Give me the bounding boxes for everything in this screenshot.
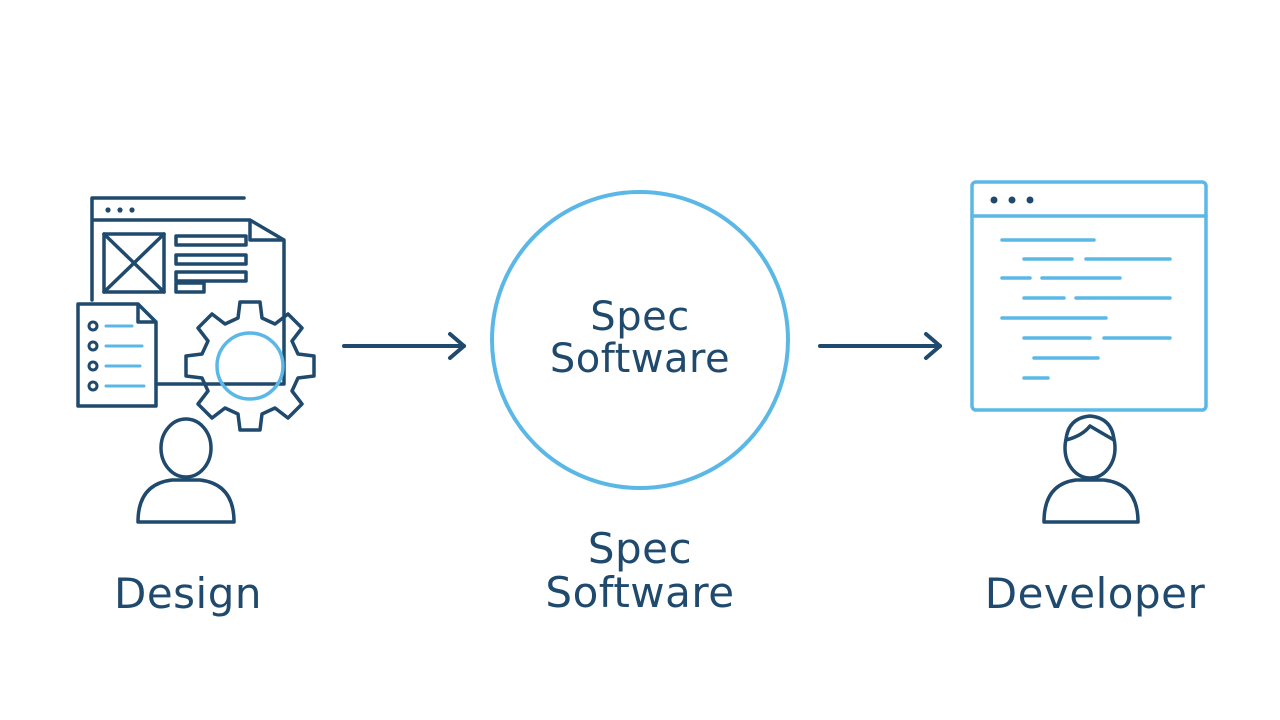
spec-software-circle	[490, 190, 790, 490]
image-placeholder-icon	[102, 232, 166, 294]
gear-icon	[184, 300, 316, 432]
circle-label-line-2: Software	[549, 336, 731, 382]
spec-caption-line-1: Spec	[587, 524, 693, 573]
window-dots-icon	[105, 207, 135, 213]
arrow-right-icon	[818, 332, 942, 360]
spec-software-caption: Spec Software	[490, 524, 790, 618]
developer-caption: Developer	[984, 569, 1206, 618]
developer-icon	[970, 180, 1208, 524]
design-icon	[76, 196, 316, 524]
circle-label: Spec Software	[490, 296, 790, 380]
window-dots-icon	[990, 196, 1034, 204]
design-caption: Design	[113, 569, 262, 618]
code-window-icon	[970, 180, 1208, 412]
checklist-document-icon	[76, 302, 158, 408]
circle-label-line-1: Spec	[590, 294, 690, 340]
designer-avatar-icon	[136, 417, 236, 524]
code-lines-icon	[1000, 238, 1172, 380]
developer-avatar-icon	[1042, 414, 1140, 524]
arrow-right-icon	[342, 332, 466, 360]
spec-caption-line-2: Software	[545, 568, 735, 618]
